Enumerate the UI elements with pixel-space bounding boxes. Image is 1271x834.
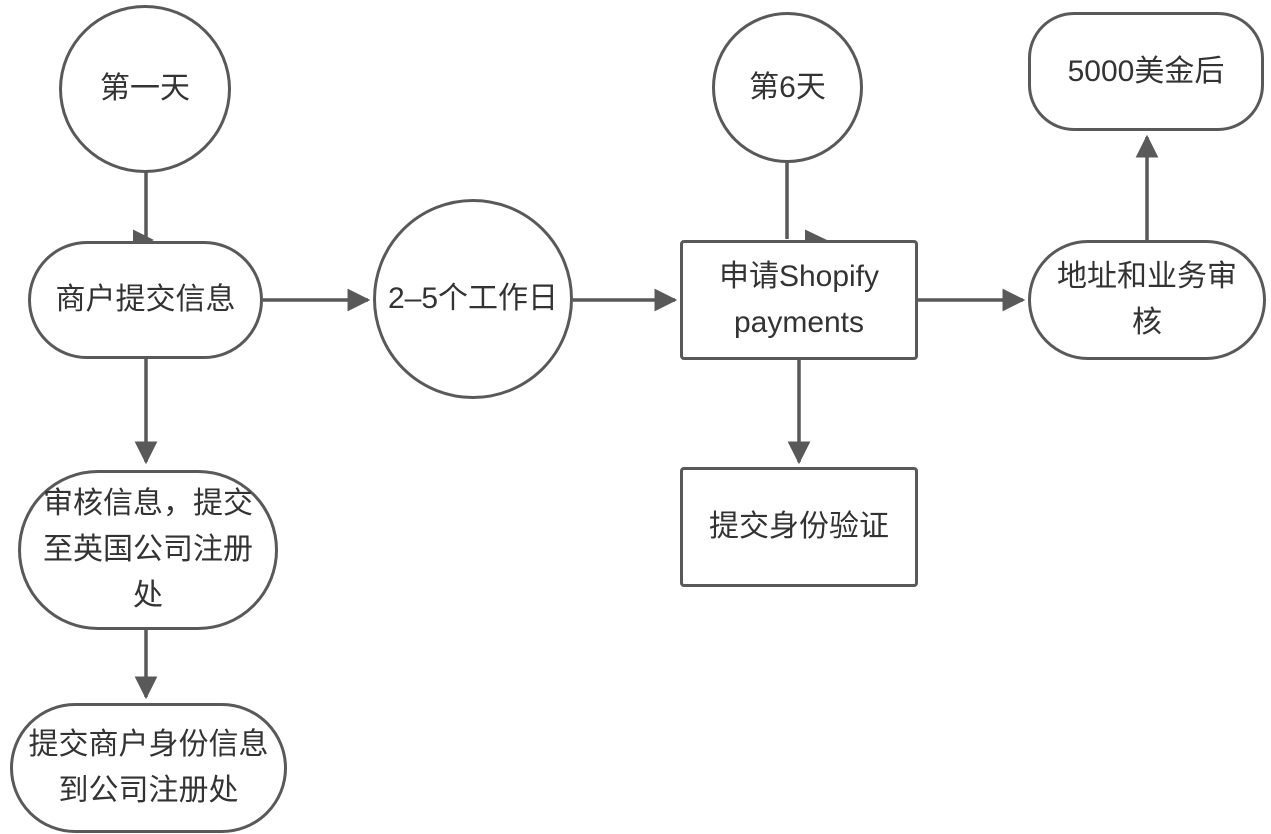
node-day1: 第一天 — [59, 5, 231, 173]
node-apply-shopify-payments: 申请Shopify payments — [680, 240, 918, 360]
node-day6-label: 第6天 — [749, 70, 826, 104]
node-merchant-submit: 商户提交信息 — [28, 241, 263, 359]
node-2-5-workdays-label: 2–5个工作日 — [387, 282, 559, 315]
node-address-business-review-label: 地址和业务审 核 — [1057, 260, 1237, 339]
node-submit-identity-to-registry: 提交商户身份信息 到公司注册处 — [10, 703, 287, 833]
node-address-business-review: 地址和业务审 核 — [1028, 240, 1266, 360]
node-submit-identity-to-registry-label: 提交商户身份信息 到公司注册处 — [28, 728, 269, 807]
node-day6: 第6天 — [712, 12, 863, 163]
node-day1-label: 第一天 — [100, 72, 190, 105]
node-review-submit-uk-registry: 审核信息，提交 至英国公司注册 处 — [18, 470, 278, 630]
node-apply-shopify-payments-label: 申请Shopify payments — [718, 260, 880, 339]
node-submit-identity-verification-label: 提交身份验证 — [709, 510, 889, 543]
node-after-5000-usd: 5000美金后 — [1028, 12, 1264, 131]
node-review-submit-uk-registry-label: 审核信息，提交 至英国公司注册 处 — [43, 487, 253, 612]
node-after-5000-usd-label: 5000美金后 — [1067, 54, 1225, 88]
node-merchant-submit-label: 商户提交信息 — [55, 283, 236, 316]
node-2-5-workdays: 2–5个工作日 — [373, 199, 573, 399]
node-submit-identity-verification: 提交身份验证 — [680, 467, 918, 587]
